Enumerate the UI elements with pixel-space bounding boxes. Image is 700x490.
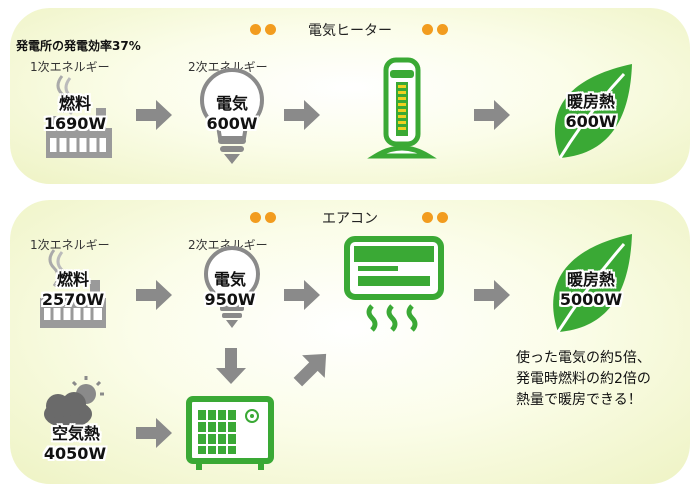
aircon-air-heat-name: 空気熱: [51, 424, 100, 443]
arrow-right-icon: [474, 100, 510, 130]
arrow-right-icon: [136, 418, 172, 448]
primary-energy-label: 1次エネルギー: [30, 238, 110, 252]
note-line: 発電時燃料の約2倍の: [516, 371, 651, 387]
primary-energy-label: 1次エネルギー: [30, 60, 110, 74]
secondary-energy-label: 2次エネルギー: [188, 60, 268, 74]
heater-title: 電気ヒーター: [308, 23, 392, 39]
aircon-electricity-value: 950W: [204, 290, 256, 309]
outdoor-unit-icon: [186, 396, 274, 470]
aircon-fuel-name: 燃料: [56, 270, 89, 289]
orange-dots-left: [250, 24, 284, 36]
arrow-up-right-icon: [293, 353, 327, 387]
light-bulb-icon: [204, 246, 260, 328]
orange-dots-left: [250, 212, 284, 224]
aircon-heat-name: 暖房熱: [566, 270, 615, 289]
arrow-down-icon: [216, 348, 246, 384]
heater-fuel-name: 燃料: [58, 94, 91, 113]
arrow-right-icon: [284, 280, 320, 310]
heater-fuel-value: 1690W: [43, 114, 107, 133]
aircon-fuel-value: 2570W: [41, 290, 105, 309]
note-line: 使った電気の約5倍、: [516, 350, 651, 366]
orange-dots-right: [422, 212, 456, 224]
leaf-icon: [553, 234, 632, 333]
note-line: 熱量で暖房できる！: [516, 392, 642, 408]
secondary-energy-label: 2次エネルギー: [188, 238, 268, 252]
light-bulb-icon: [200, 68, 264, 164]
arrow-right-icon: [474, 280, 510, 310]
heater-heat-value: 600W: [565, 112, 617, 131]
aircon-heat-value: 5000W: [559, 290, 623, 309]
aircon-air-heat-value: 4050W: [43, 444, 107, 463]
orange-dots-right: [422, 24, 456, 36]
efficiency-note: 使った電気の約5倍、 発電時燃料の約2倍の 熱量で暖房できる！: [516, 348, 651, 411]
heater-electricity-value: 600W: [206, 114, 258, 133]
leaf-icon: [554, 64, 632, 159]
aircon-electricity-name: 電気: [213, 270, 246, 289]
electric-heater-icon: [367, 57, 437, 159]
arrow-right-icon: [136, 100, 172, 130]
cloud-sun-icon: [44, 376, 104, 428]
arrow-right-icon: [284, 100, 320, 130]
power-plant-icon: [40, 249, 106, 328]
power-plant-icon: [46, 75, 112, 158]
arrow-right-icon: [136, 280, 172, 310]
heater-electricity-name: 電気: [215, 94, 248, 113]
heater-heat-name: 暖房熱: [566, 92, 615, 111]
air-conditioner-icon: [344, 236, 444, 332]
power-plant-efficiency: 発電所の発電効率37%: [16, 39, 141, 53]
aircon-title: エアコン: [322, 211, 378, 227]
